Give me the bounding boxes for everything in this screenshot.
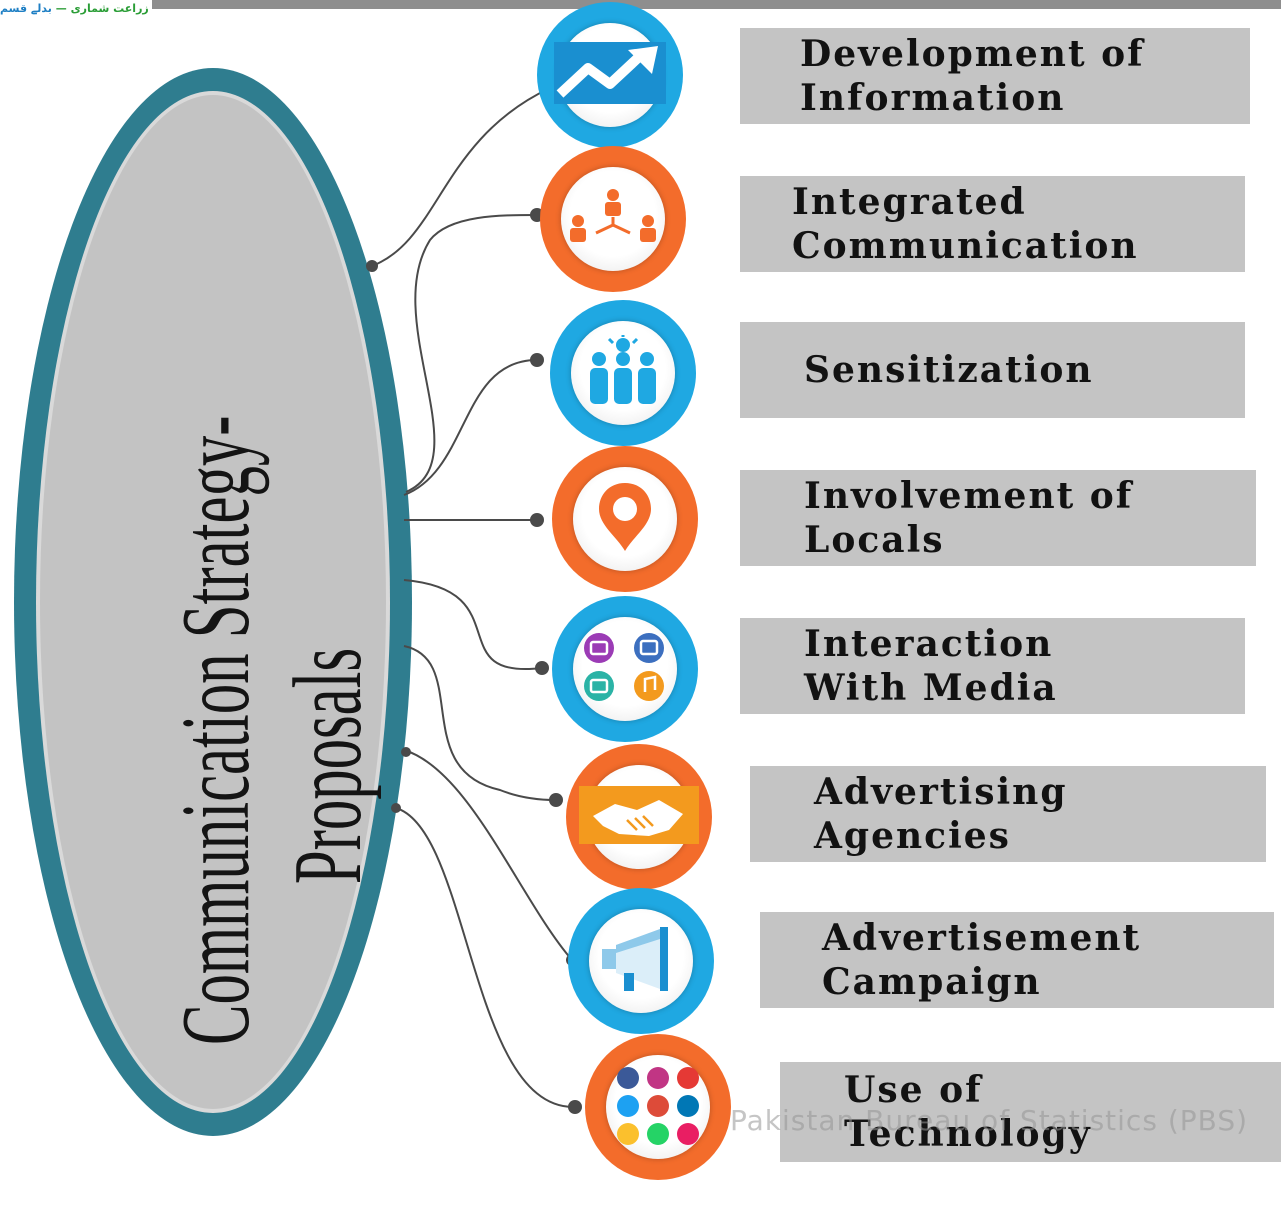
item-label: Involvement of Locals [804,475,1134,561]
item-disc [561,167,665,271]
item-label: Interaction With Media [804,623,1058,709]
location-pin-icon [595,481,655,557]
central-ellipse [40,95,386,1109]
caption-background [0,0,152,20]
item-disc [579,765,699,869]
item-disc [571,321,675,425]
media-apps-icon [577,628,673,710]
chart-trend-icon [554,42,666,108]
item-card-sensitization: Sensitization [740,322,1245,418]
node-dot-4 [530,513,544,527]
item-disc [573,467,677,571]
item-ring [550,300,696,446]
connector-1 [371,87,551,267]
item-ring [537,2,683,148]
megaphone-icon [596,923,686,999]
item-card-interaction-with-media: Interaction With Media [740,618,1245,714]
connector-5 [403,579,543,671]
item-ring [552,446,698,592]
item-card-involvement-of-locals: Involvement of Locals [740,470,1256,566]
handshake-icon [579,786,699,848]
people-network-icon [560,187,666,251]
item-ring [585,1034,731,1180]
connector-7 [403,749,573,961]
connector-6 [403,645,557,801]
social-apps-icon [612,1062,704,1152]
item-disc [554,23,666,127]
node-dot-6 [549,793,563,807]
item-card-development-of-information: Development of Information [740,28,1250,124]
node-dot-1 [366,260,378,272]
node-dot-8 [568,1100,582,1114]
item-card-integrated-communication: Integrated Communication [740,176,1245,272]
item-label: Use of Technology [844,1069,1092,1155]
item-label: Advertisement Campaign [822,917,1142,1003]
ellipse-dot-a [401,747,411,757]
connector-3 [403,359,538,496]
item-disc [573,617,677,721]
node-dot-3 [530,353,544,367]
caption-part-1: زراعت شماری — [51,2,149,15]
connector-8 [395,807,576,1109]
item-ring [540,146,686,292]
item-disc [606,1055,710,1159]
item-label: Advertising Agencies [814,771,1068,857]
connector-2 [405,214,538,493]
page-caption: زراعت شماری — بدلے قسم [0,2,149,15]
item-ring [552,596,698,742]
item-label: Development of Information [800,33,1145,119]
item-ring [568,888,714,1034]
top-bar [0,0,1281,9]
node-dot-5 [535,661,549,675]
caption-part-2: بدلے قسم [0,2,52,15]
connector-lines [366,87,582,1114]
item-card-advertisement-campaign: Advertisement Campaign [760,912,1274,1008]
ellipse-dot-b [391,803,401,813]
item-card-advertising-agencies: Advertising Agencies [750,766,1266,862]
item-disc [589,909,693,1013]
item-ring [566,744,712,890]
item-card-use-of-technology: Use of Technology [780,1062,1281,1162]
item-label: Sensitization [804,349,1094,391]
item-label: Integrated Communication [792,181,1139,267]
crowd-icon [577,335,669,411]
watermark: Pakistan Bureau of Statistics (PBS) [730,1104,1249,1137]
